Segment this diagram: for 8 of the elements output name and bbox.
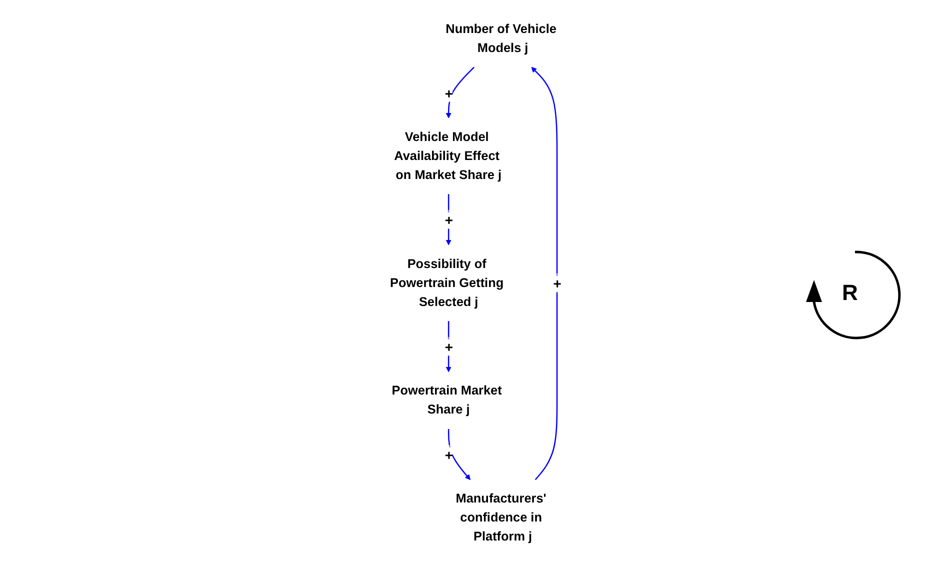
arrow [532, 66, 558, 480]
node-text: Possibility of Powertrain Getting Selected j [390, 256, 504, 310]
arrow [448, 428, 471, 480]
node-text: Number of Vehicle Models j [446, 22, 557, 56]
node-text: Manufacturers' confidence in Platform j [456, 492, 547, 544]
node-text: Vehicle Model Availability Effect on Market Share j [394, 130, 502, 182]
node-text: Powertrain Market Share j [392, 384, 502, 417]
loop-label: R [842, 280, 858, 306]
